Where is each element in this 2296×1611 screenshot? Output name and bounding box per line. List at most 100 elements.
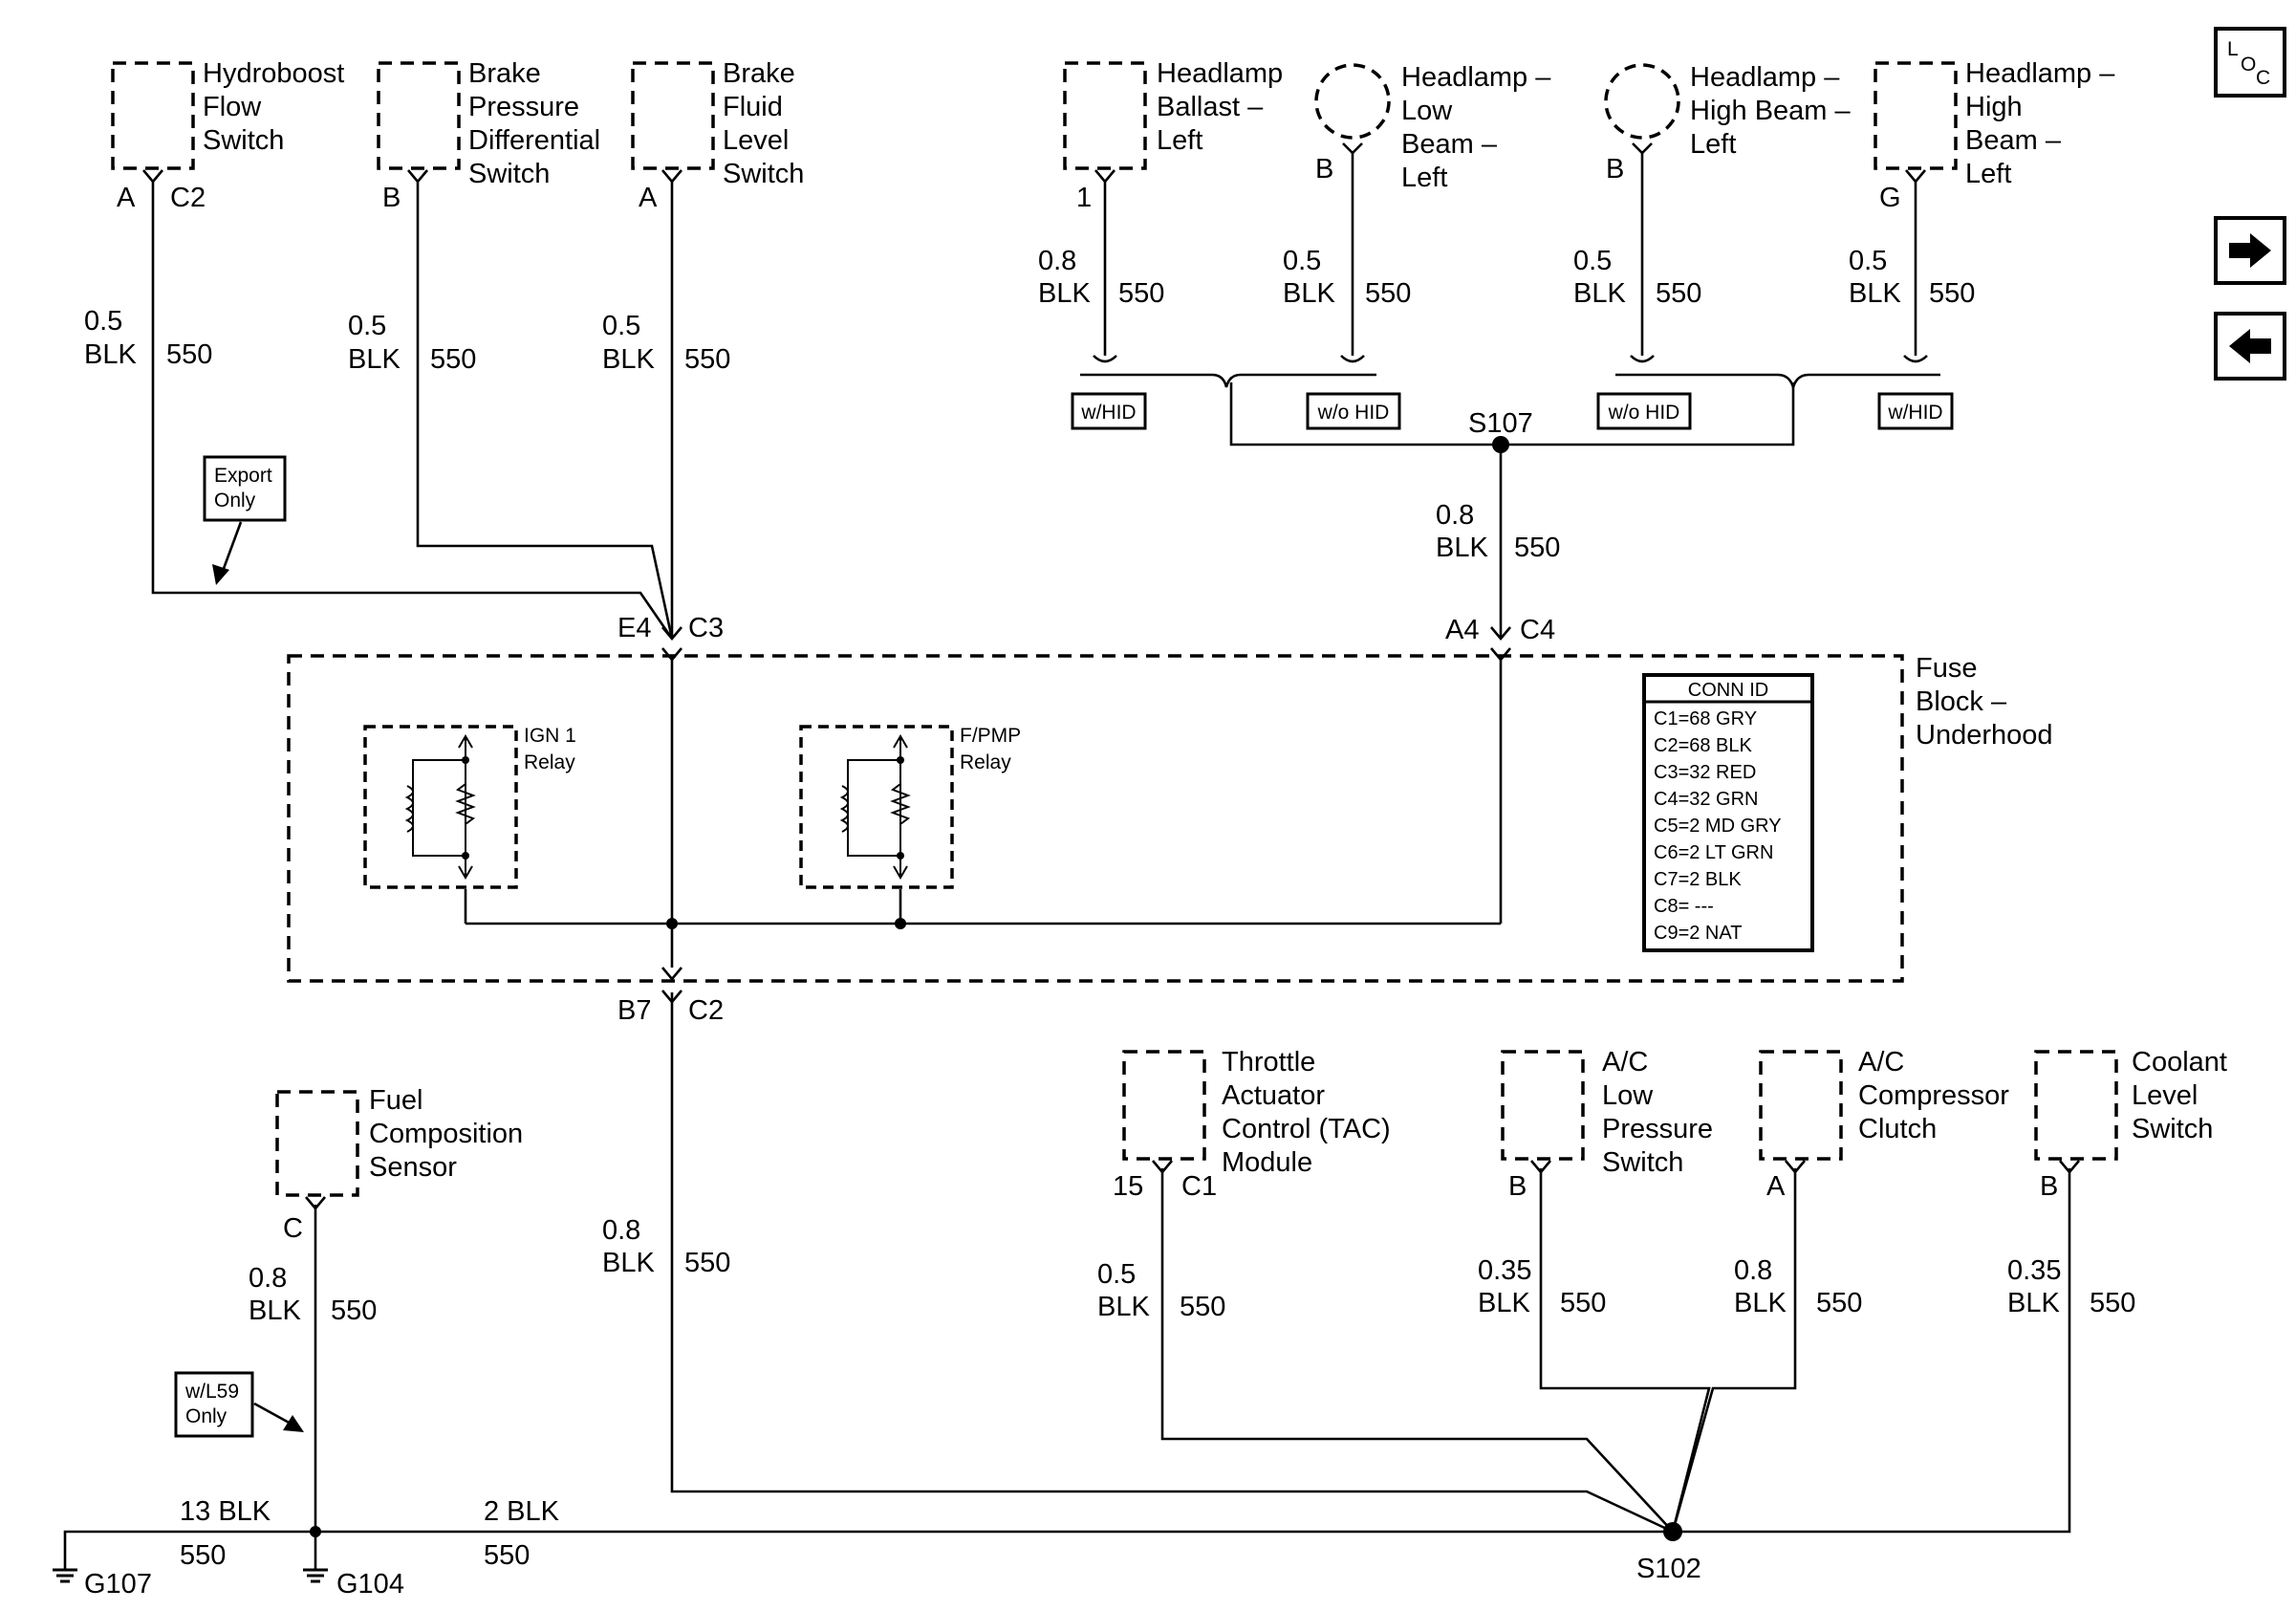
ground-g104-label: G104 [336,1569,404,1600]
headlamp-high-beam-pin: B [1606,154,1624,185]
headlamp-high-beam-gauge: 0.5 [1573,246,1612,276]
next-page-button[interactable] [2214,216,2286,285]
fuel-composition-sensor-box [275,1090,359,1197]
ac-compressor-clutch-box [1759,1050,1843,1161]
ground-g107-label: G107 [84,1569,152,1600]
arrow-head [212,564,229,585]
tac-module-box [1122,1050,1206,1161]
conn-id-row: C3=32 RED [1654,762,1756,783]
g107-wire-circuit: 550 [180,1540,226,1571]
ac-low-gauge: 0.35 [1478,1255,1531,1286]
conn-id-row: C8= --- [1654,896,1714,917]
option-wo-hid-low: w/o HID [1317,402,1390,424]
ac-low-pressure-switch-box [1501,1050,1585,1161]
ac-low-pin: B [1508,1171,1527,1202]
ac-low-color: BLK [1478,1288,1530,1318]
s107-wire-color: BLK [1436,533,1488,563]
conn-id-row: C5=2 MD GRY [1654,816,1782,837]
export-only-note [203,455,287,522]
headlamp-ballast-color: BLK [1038,278,1091,309]
splice-s102-dot [1663,1522,1682,1541]
g107-wire-label: 13 BLK [180,1496,271,1527]
headlamp-low-color: BLK [1283,278,1335,309]
arrow-head [283,1415,304,1432]
option-box-wo-hid-low [1306,392,1401,430]
option-box-w-hid-left [1071,392,1147,430]
splice-s102-label: S102 [1636,1554,1701,1584]
brake-fluid-switch-box [631,61,715,170]
brake-pressure-gauge: 0.5 [348,311,386,341]
headlamp-high-gauge: 0.5 [1849,246,1887,276]
brake-pressure-color: BLK [348,344,401,375]
hydroboost-switch-box [111,61,195,170]
hydroboost-gauge: 0.5 [84,306,122,337]
headlamp-low-beam-bulb [1314,63,1391,140]
option-box-wo-hid-high [1596,392,1692,430]
arrow-left-icon [2229,329,2271,363]
ac-low-circuit: 550 [1560,1288,1606,1318]
tac-gauge: 0.5 [1097,1259,1136,1290]
loc-letter-o: O [2241,54,2256,76]
conn-id-row: C9=2 NAT [1654,923,1742,944]
connector-terminals [142,142,2080,1211]
fpmp-relay [799,725,954,889]
conn-c2: C2 [688,995,724,1026]
headlamp-high-pin: G [1879,183,1901,213]
tac-pin: 15 [1113,1171,1143,1202]
conn-id-table: CONN ID C1=68 GRY C2=68 BLK C3=32 RED C4… [1642,673,1814,952]
s107-wire-circuit: 550 [1514,533,1560,563]
g104-wire-circuit: 550 [484,1540,530,1571]
ac-clutch-color: BLK [1734,1288,1787,1318]
previous-page-button[interactable] [2214,312,2286,381]
splice-s107-label: S107 [1468,408,1533,439]
headlamp-high-beam-circuit: 550 [1656,278,1701,309]
option-wo-hid-high: w/o HID [1608,402,1680,424]
coolant-level-switch-box [2034,1050,2118,1161]
headlamp-ballast-box [1063,61,1147,170]
junction-dot [895,918,906,929]
s107-wire-gauge: 0.8 [1436,500,1474,531]
conn-id-title: CONN ID [1688,680,1768,701]
conn-id-row: C2=68 BLK [1654,735,1753,756]
option-w-hid-left: w/HID [1080,402,1136,424]
fuel-sensor-pin: C [283,1213,303,1244]
headlamp-low-circuit: 550 [1365,278,1411,309]
tac-circuit: 550 [1180,1292,1225,1322]
arrow-right-icon [2229,233,2271,268]
headlamp-high-circuit: 550 [1929,278,1975,309]
brake-fluid-pin: A [639,183,658,213]
headlamp-ballast-gauge: 0.8 [1038,246,1076,276]
coolant-pin: B [2040,1171,2058,1202]
fuse-s102-gauge: 0.8 [602,1215,640,1246]
ground-g104-icon [301,1549,330,1583]
l59-only-note [174,1371,254,1438]
conn-a4: A4 [1445,615,1479,645]
ign1-relay [363,725,518,889]
fuel-sensor-color: BLK [249,1295,301,1326]
headlamp-high-beam-label: Headlamp –High Beam –Left [1690,62,1852,160]
headlamp-low-gauge: 0.5 [1283,246,1321,276]
headlamp-high-box [1874,61,1958,170]
g104-wire-label: 2 BLK [484,1496,560,1527]
location-view-button[interactable]: L O C [2214,27,2286,98]
junction-dot [666,918,678,929]
brake-fluid-gauge: 0.5 [602,311,640,341]
ac-clutch-gauge: 0.8 [1734,1255,1772,1286]
brake-pressure-pin: B [382,183,401,213]
loc-letter-c: C [2256,67,2270,89]
option-w-hid-right: w/HID [1887,402,1942,424]
fuse-s102-color: BLK [602,1248,655,1278]
conn-c3: C3 [688,613,724,643]
